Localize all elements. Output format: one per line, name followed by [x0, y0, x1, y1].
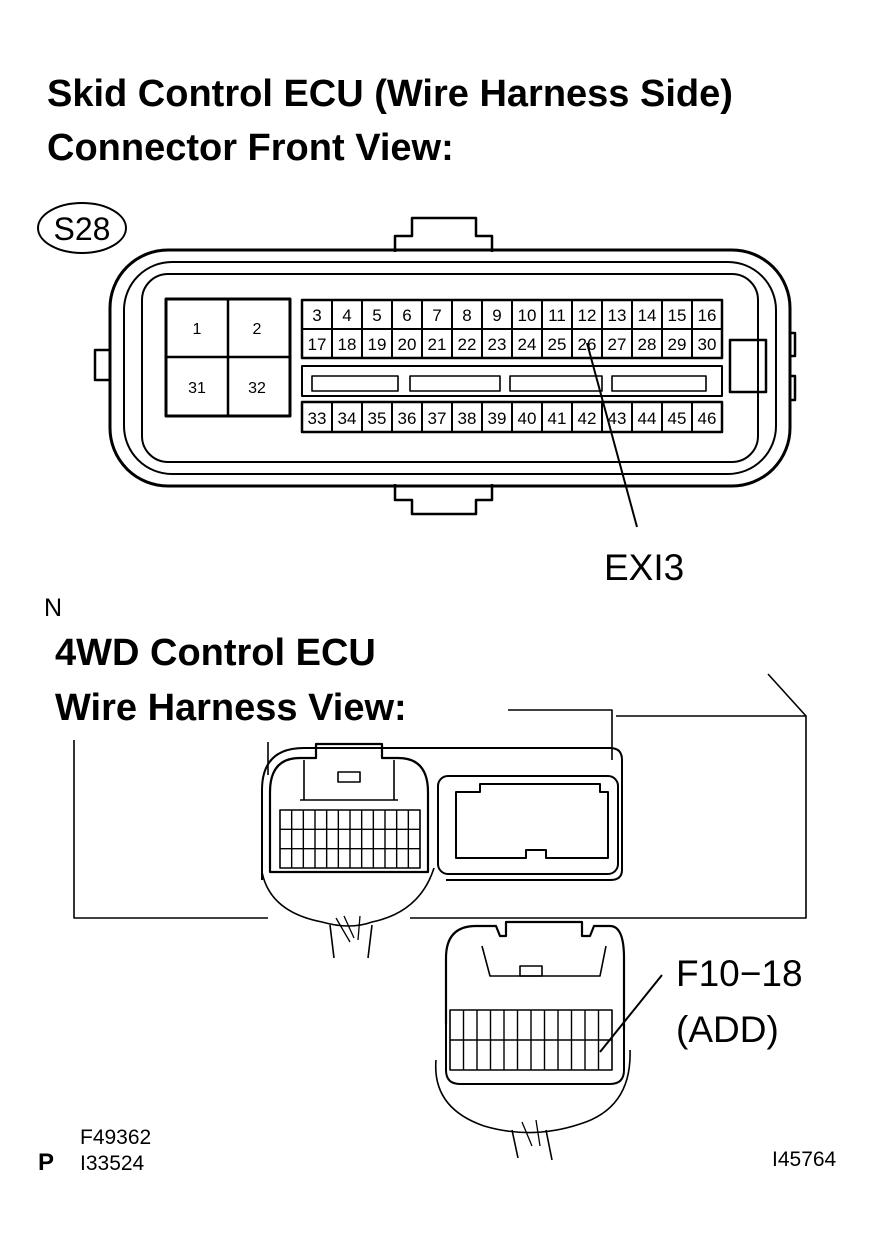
harness-plug-lower — [444, 920, 626, 1030]
pin-label-2: 2 — [253, 321, 262, 338]
pin-label-9: 9 — [492, 306, 501, 325]
pin-label-18: 18 — [338, 335, 357, 354]
pin-label-14: 14 — [638, 306, 657, 325]
connector-cavity — [141, 273, 759, 463]
pin-label-21: 21 — [428, 335, 447, 354]
skid-ecu-title-line2: Connector Front View: — [47, 127, 454, 169]
pin-label-27: 27 — [608, 335, 627, 354]
pin-label-26: 26 — [578, 335, 597, 354]
pin-label-25: 25 — [548, 335, 567, 354]
figure-code-2: I33524 — [80, 1152, 145, 1175]
right-tab-upper — [790, 331, 797, 358]
pin-label-6: 6 — [402, 306, 411, 325]
s28-oval — [37, 202, 127, 254]
s28-connector-code: S28 — [54, 211, 111, 247]
pin-label-16: 16 — [698, 306, 717, 325]
4wd-ecu-title-line2: Wire Harness View: — [55, 687, 407, 729]
right-key — [728, 338, 768, 394]
pin-label-10: 10 — [518, 306, 537, 325]
pin-label-35: 35 — [368, 409, 387, 428]
pin-label-13: 13 — [608, 306, 627, 325]
ecu-receptacle — [437, 775, 619, 875]
left-tab — [93, 348, 110, 382]
figure-code-1: F49362 — [80, 1126, 152, 1149]
f10-18-label: F10−18 — [676, 953, 803, 994]
figure-code-3: I45764 — [772, 1148, 837, 1171]
pin-label-40: 40 — [518, 409, 537, 428]
pin-label-32: 32 — [248, 380, 266, 397]
pin-label-30: 30 — [698, 335, 717, 354]
pin-label-7: 7 — [432, 306, 441, 325]
connector-inner-shell — [123, 261, 777, 475]
pin-label-45: 45 — [668, 409, 687, 428]
pin-label-4: 4 — [342, 306, 351, 325]
pin-label-19: 19 — [368, 335, 387, 354]
pin-label-28: 28 — [638, 335, 657, 354]
4wd-ecu-title-line1: 4WD Control ECU — [55, 632, 376, 674]
pin-label-11: 11 — [548, 306, 566, 325]
ecu-connector-housing — [261, 747, 623, 881]
pin-label-39: 39 — [488, 409, 507, 428]
add-note-label: (ADD) — [676, 1009, 779, 1050]
pin-label-15: 15 — [668, 306, 687, 325]
pin-label-36: 36 — [398, 409, 417, 428]
pin-label-8: 8 — [462, 306, 471, 325]
top-latch — [393, 216, 494, 252]
pin-label-20: 20 — [398, 335, 417, 354]
pin-label-42: 42 — [578, 409, 597, 428]
pin-label-34: 34 — [338, 409, 357, 428]
exi3-label: EXI3 — [604, 547, 685, 588]
pin-label-41: 41 — [548, 409, 567, 428]
right-tab-lower — [790, 374, 797, 402]
harness-plug-upper — [268, 742, 430, 874]
pin-label-3: 3 — [312, 306, 321, 325]
connector-outer-shell — [108, 248, 792, 488]
pin-label-23: 23 — [488, 335, 507, 354]
section-marker-n: N — [44, 594, 63, 622]
section-marker-p: P — [38, 1149, 55, 1176]
signal-pin-center-strip — [301, 365, 723, 397]
exi3-leader-line — [586, 342, 638, 528]
pin-label-1: 1 — [193, 321, 202, 338]
pin-label-31: 31 — [188, 380, 206, 397]
pin-label-37: 37 — [428, 409, 447, 428]
f10-18-leader-line — [599, 974, 663, 1053]
pin-label-44: 44 — [638, 409, 657, 428]
pin-label-33: 33 — [308, 409, 327, 428]
pin-label-29: 29 — [668, 335, 687, 354]
skid-ecu-title-line1: Skid Control ECU (Wire Harness Side) — [47, 73, 733, 115]
pin-label-38: 38 — [458, 409, 477, 428]
pin-label-22: 22 — [458, 335, 477, 354]
pin-label-12: 12 — [578, 306, 597, 325]
pin-label-43: 43 — [608, 409, 627, 428]
pin-label-24: 24 — [518, 335, 537, 354]
pin-label-5: 5 — [372, 306, 381, 325]
bottom-latch — [393, 484, 494, 516]
pin-label-46: 46 — [698, 409, 717, 428]
pin-label-17: 17 — [308, 335, 327, 354]
